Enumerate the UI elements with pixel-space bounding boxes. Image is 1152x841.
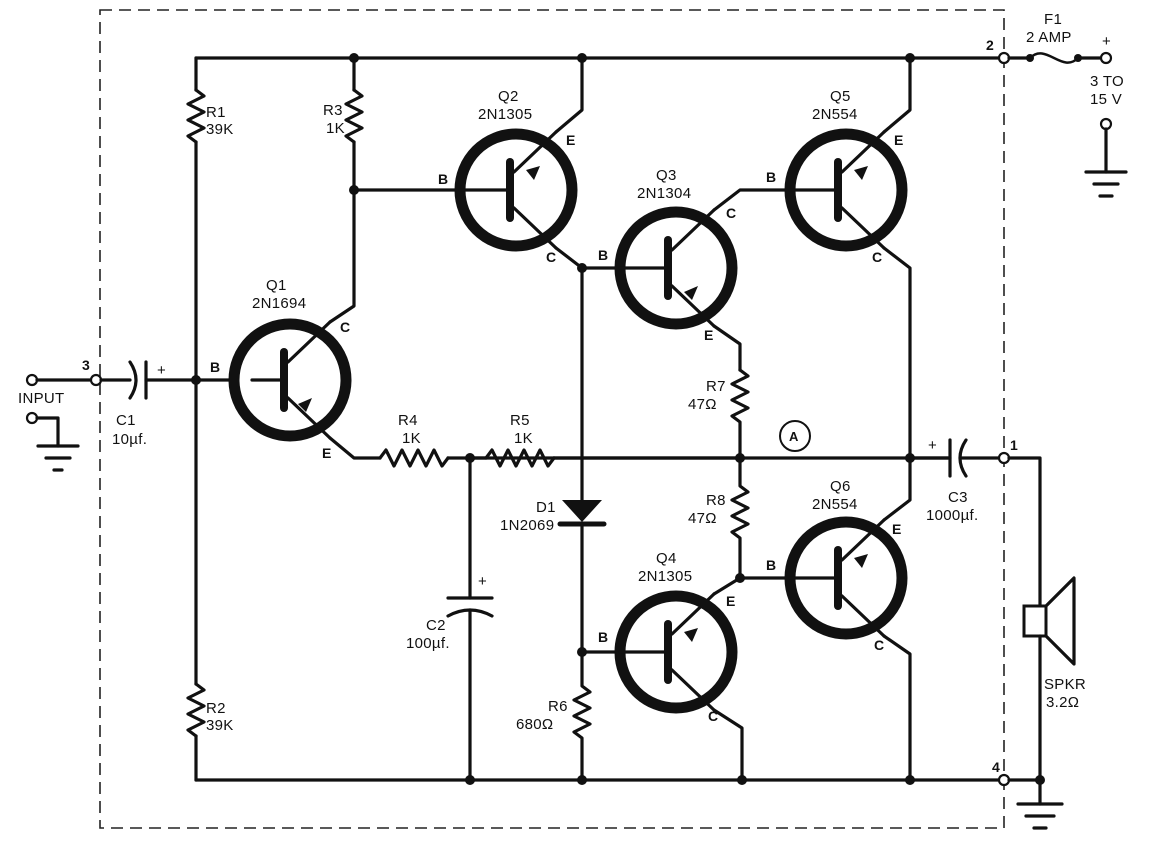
capacitor-c2 xyxy=(446,456,494,782)
q5-emitter-pin: E xyxy=(894,132,904,148)
c2-polarity: + xyxy=(478,573,487,590)
r5-value: 1K xyxy=(514,430,533,447)
speaker-value: 3.2Ω xyxy=(1046,694,1079,711)
d1-ref: D1 xyxy=(536,499,556,516)
q3-base-pin: B xyxy=(598,247,608,263)
q1-part: 2N1694 xyxy=(252,295,306,312)
q2-ref: Q2 xyxy=(498,88,519,105)
r8-ref: R8 xyxy=(706,492,726,509)
r7-value: 47Ω xyxy=(688,396,717,413)
q3-part: 2N1304 xyxy=(637,185,691,202)
resistor-r2 xyxy=(186,378,206,782)
q6-emitter-pin: E xyxy=(892,521,902,537)
terminal-3-label: 3 xyxy=(82,357,90,373)
r8-value: 47Ω xyxy=(688,510,717,527)
fuse-f1 xyxy=(1007,52,1102,64)
q5-base-pin: B xyxy=(766,169,776,185)
supply-voltage-line1: 3 TO xyxy=(1090,73,1124,90)
r2-value: 39K xyxy=(206,717,234,734)
capacitor-c1 xyxy=(99,360,198,400)
r4-value: 1K xyxy=(402,430,421,447)
c2-value: 100µf. xyxy=(406,635,450,652)
r5-ref: R5 xyxy=(510,412,530,429)
transistor-q6 xyxy=(784,456,912,782)
board-outline xyxy=(99,9,1005,829)
q5-ref: Q5 xyxy=(830,88,851,105)
q2-part: 2N1305 xyxy=(478,106,532,123)
transistor-q4 xyxy=(580,576,744,782)
c3-value: 1000µf. xyxy=(926,507,978,524)
q6-ref: Q6 xyxy=(830,478,851,495)
r7-ref: R7 xyxy=(706,378,726,395)
supply-ground-symbol xyxy=(1084,170,1128,198)
diode-d1 xyxy=(557,456,607,654)
transistor-q5 xyxy=(784,56,912,460)
input-ground-symbol xyxy=(36,444,80,472)
q1-ref: Q1 xyxy=(266,277,287,294)
q1-base-pin: B xyxy=(210,359,220,375)
resistor-r5 xyxy=(468,448,742,468)
q4-emitter-pin: E xyxy=(726,593,736,609)
q5-part: 2N554 xyxy=(812,106,858,123)
r1-value: 39K xyxy=(206,121,234,138)
supply-plus-terminal xyxy=(1099,51,1113,65)
q3-collector-pin: C xyxy=(726,205,736,221)
d1-part: 1N2069 xyxy=(500,517,554,534)
terminal-1-label: 1 xyxy=(1010,437,1018,453)
r3-ref: R3 xyxy=(323,102,343,119)
q4-ref: Q4 xyxy=(656,550,677,567)
q2-collector-pin: C xyxy=(546,249,556,265)
c3-polarity: + xyxy=(928,437,937,454)
fuse-value: 2 AMP xyxy=(1026,29,1072,46)
junction-dots xyxy=(191,53,1045,785)
resistor-r8 xyxy=(730,456,792,580)
q6-part: 2N554 xyxy=(812,496,858,513)
terminal-2-label: 2 xyxy=(986,37,994,53)
node-a-label: A xyxy=(789,429,799,444)
q5-collector-pin: C xyxy=(872,249,882,265)
transistor-q3 xyxy=(580,188,792,372)
resistor-r6 xyxy=(572,650,592,782)
terminal-4-label: 4 xyxy=(992,759,1000,775)
fuse-ref: F1 xyxy=(1044,11,1062,28)
q3-ref: Q3 xyxy=(656,167,677,184)
c2-ref: C2 xyxy=(426,617,446,634)
supply-voltage-line2: 15 V xyxy=(1090,91,1122,108)
c1-value: 10µf. xyxy=(112,431,147,448)
node-a-marker xyxy=(779,420,811,452)
q3-emitter-pin: E xyxy=(704,327,714,343)
q1-emitter-pin: E xyxy=(322,445,332,461)
input-label: INPUT xyxy=(18,390,65,407)
c3-ref: C3 xyxy=(948,489,968,506)
r2-ref: R2 xyxy=(206,700,226,717)
capacitor-c3 xyxy=(908,438,1002,478)
q4-collector-pin: C xyxy=(708,708,718,724)
r1-ref: R1 xyxy=(206,104,226,121)
q2-emitter-pin: E xyxy=(566,132,576,148)
resistor-r7 xyxy=(730,368,750,460)
q6-base-pin: B xyxy=(766,557,776,573)
r6-value: 680Ω xyxy=(516,716,553,733)
q1-collector-pin: C xyxy=(340,319,350,335)
r6-ref: R6 xyxy=(548,698,568,715)
r3-value: 1K xyxy=(326,120,345,137)
resistor-r4 xyxy=(378,448,472,468)
resistor-r1 xyxy=(186,56,206,382)
c1-ref: C1 xyxy=(116,412,136,429)
c1-polarity: + xyxy=(157,362,166,379)
resistor-r3 xyxy=(344,56,462,192)
q6-collector-pin: C xyxy=(874,637,884,653)
q2-base-pin: B xyxy=(438,171,448,187)
supply-plus-sign: + xyxy=(1102,33,1111,50)
output-ground-symbol xyxy=(1016,802,1064,830)
r4-ref: R4 xyxy=(398,412,418,429)
q4-part: 2N1305 xyxy=(638,568,692,585)
q4-base-pin: B xyxy=(598,629,608,645)
transistor-q1 xyxy=(194,188,382,460)
speaker xyxy=(1022,576,1076,782)
transistor-q2 xyxy=(454,56,584,460)
speaker-ref: SPKR xyxy=(1044,676,1086,693)
